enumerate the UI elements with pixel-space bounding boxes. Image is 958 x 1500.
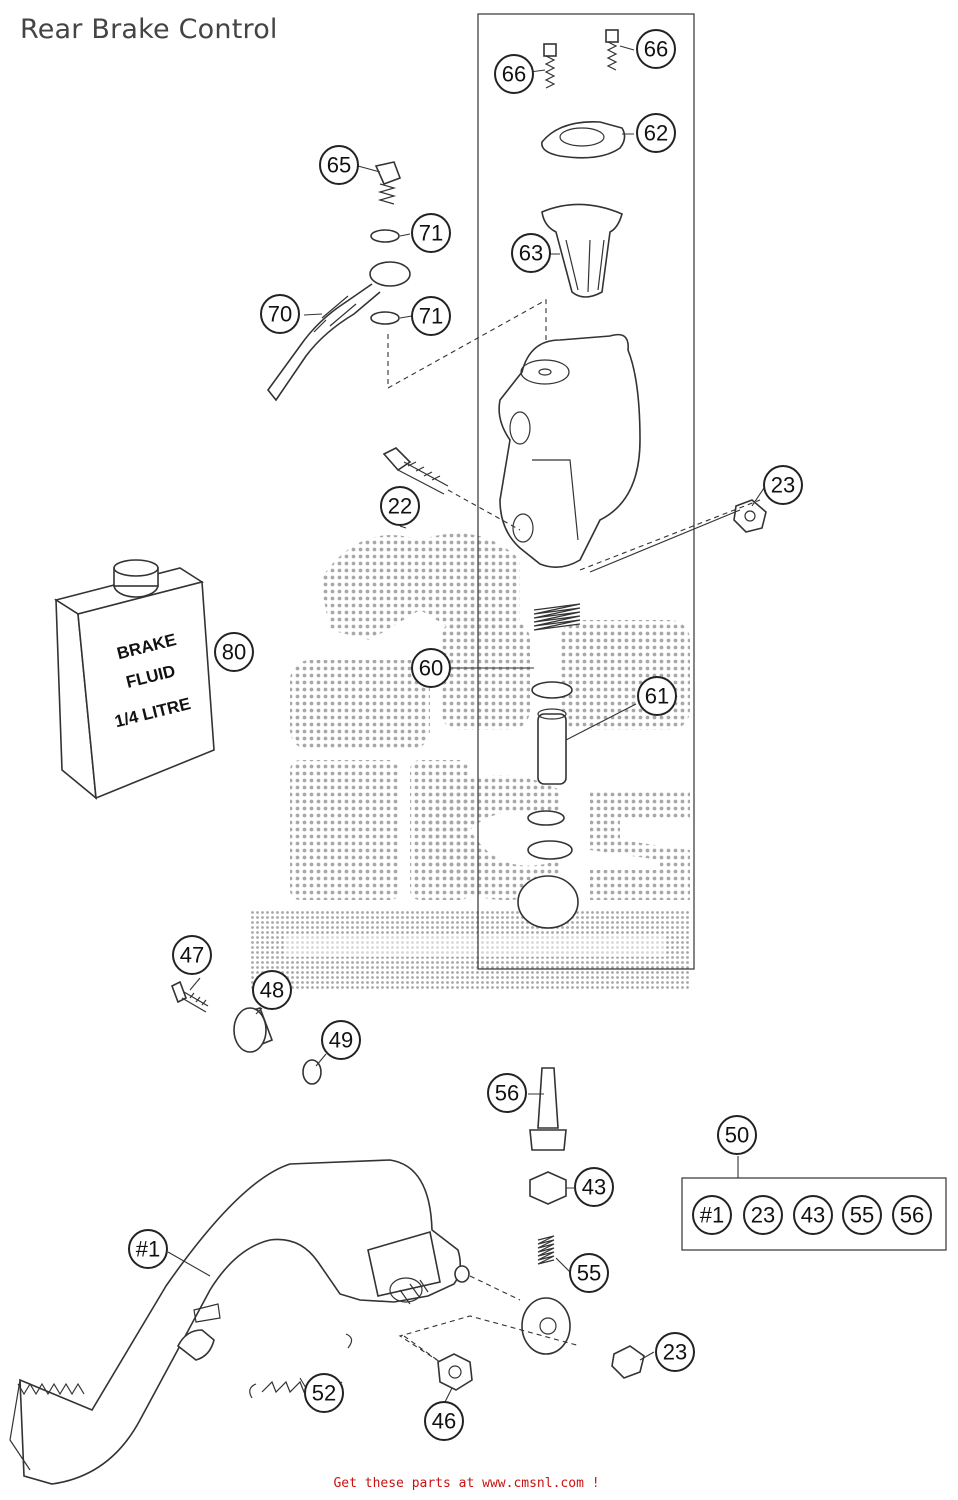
svg-text:22: 22 xyxy=(388,494,412,519)
callout-49: 49 xyxy=(321,1020,361,1060)
callout-60: 60 xyxy=(411,648,451,688)
callout-61: 61 xyxy=(637,676,677,716)
kit-callout-55: 55 xyxy=(842,1195,882,1235)
svg-text:48: 48 xyxy=(260,978,284,1003)
pivot-nut xyxy=(437,1353,473,1391)
piston-set xyxy=(517,681,579,929)
callout-22: 22 xyxy=(380,486,420,526)
diagram-title: Rear Brake Control xyxy=(20,14,278,45)
callout-55: 55 xyxy=(569,1253,609,1293)
svg-text:#1: #1 xyxy=(136,1237,160,1262)
pivot-bolt xyxy=(170,980,188,1004)
svg-text:61: 61 xyxy=(645,684,669,709)
svg-text:#1: #1 xyxy=(700,1203,724,1228)
brake-fluid-can: BRAKE FLUID 1/4 LITRE xyxy=(54,559,215,800)
washer-lower xyxy=(370,311,400,325)
callout-56: 56 xyxy=(487,1073,527,1113)
svg-text:50: 50 xyxy=(725,1123,749,1148)
svg-text:56: 56 xyxy=(495,1081,519,1106)
svg-text:55: 55 xyxy=(850,1203,874,1228)
svg-text:60: 60 xyxy=(419,656,443,681)
nut-upper xyxy=(733,499,767,533)
watermark-logo xyxy=(250,533,690,990)
pivot-bushing xyxy=(233,1007,274,1053)
svg-text:70: 70 xyxy=(268,302,292,327)
lock-nut xyxy=(529,1171,567,1205)
callout-66-left: 66 xyxy=(494,54,534,94)
callout-48: 48 xyxy=(252,970,292,1010)
kit-box xyxy=(681,1177,947,1251)
callout-50: 50 xyxy=(717,1115,757,1155)
kit-callout-56: 56 xyxy=(892,1195,932,1235)
reservoir-cap xyxy=(541,121,626,159)
nut-lower xyxy=(611,1345,645,1379)
cylinder-group-box xyxy=(477,13,695,970)
callout-62: 62 xyxy=(636,113,676,153)
svg-text:43: 43 xyxy=(801,1203,825,1228)
push-rod xyxy=(529,1067,567,1151)
svg-text:65: 65 xyxy=(327,153,351,178)
svg-text:80: 80 xyxy=(222,640,246,665)
bleed-screw-left xyxy=(543,43,557,89)
callout-63: 63 xyxy=(511,233,551,273)
brake-hose xyxy=(266,261,411,402)
footer-link[interactable]: Get these parts at www.cmsnl.com ! xyxy=(0,1476,958,1491)
svg-text:43: 43 xyxy=(582,1175,606,1200)
kit-callout-23: 23 xyxy=(743,1195,783,1235)
svg-text:71: 71 xyxy=(419,221,443,246)
callout-71-lower: 71 xyxy=(411,296,451,336)
banjo-bolt xyxy=(374,161,402,205)
callout-52: 52 xyxy=(304,1373,344,1413)
svg-text:23: 23 xyxy=(663,1340,687,1365)
piston-spring xyxy=(533,603,581,631)
callout-80: 80 xyxy=(214,632,254,672)
svg-text:46: 46 xyxy=(432,1409,456,1434)
mounting-bolt xyxy=(382,447,449,495)
svg-text:55: 55 xyxy=(577,1261,601,1286)
svg-text:56: 56 xyxy=(900,1203,924,1228)
svg-text:52: 52 xyxy=(312,1381,336,1406)
callout-1: #1 xyxy=(128,1229,168,1269)
kit-callout-1: #1 xyxy=(692,1195,732,1235)
svg-text:71: 71 xyxy=(419,304,443,329)
svg-text:23: 23 xyxy=(771,473,795,498)
callout-47: 47 xyxy=(172,935,212,975)
brake-pedal xyxy=(9,1159,470,1485)
reservoir-diaphragm xyxy=(541,203,623,298)
callout-23-lower: 23 xyxy=(655,1332,695,1372)
callout-43: 43 xyxy=(574,1167,614,1207)
callout-71-upper: 71 xyxy=(411,213,451,253)
svg-text:66: 66 xyxy=(502,62,526,87)
kit-callout-43: 43 xyxy=(793,1195,833,1235)
callout-66-right: 66 xyxy=(636,29,676,69)
footer-link-text[interactable]: Get these parts at www.cmsnl.com ! xyxy=(333,1476,600,1491)
svg-text:62: 62 xyxy=(644,121,668,146)
svg-text:23: 23 xyxy=(751,1203,775,1228)
svg-text:47: 47 xyxy=(180,943,204,968)
callout-46: 46 xyxy=(424,1401,464,1441)
callout-70: 70 xyxy=(260,294,300,334)
callout-65: 65 xyxy=(319,145,359,185)
svg-text:66: 66 xyxy=(644,37,668,62)
svg-text:49: 49 xyxy=(329,1028,353,1053)
bleed-screw-right xyxy=(605,29,619,71)
washer-upper xyxy=(370,229,400,243)
master-cylinder xyxy=(498,333,641,568)
callout-23-upper: 23 xyxy=(763,465,803,505)
svg-text:63: 63 xyxy=(519,241,543,266)
